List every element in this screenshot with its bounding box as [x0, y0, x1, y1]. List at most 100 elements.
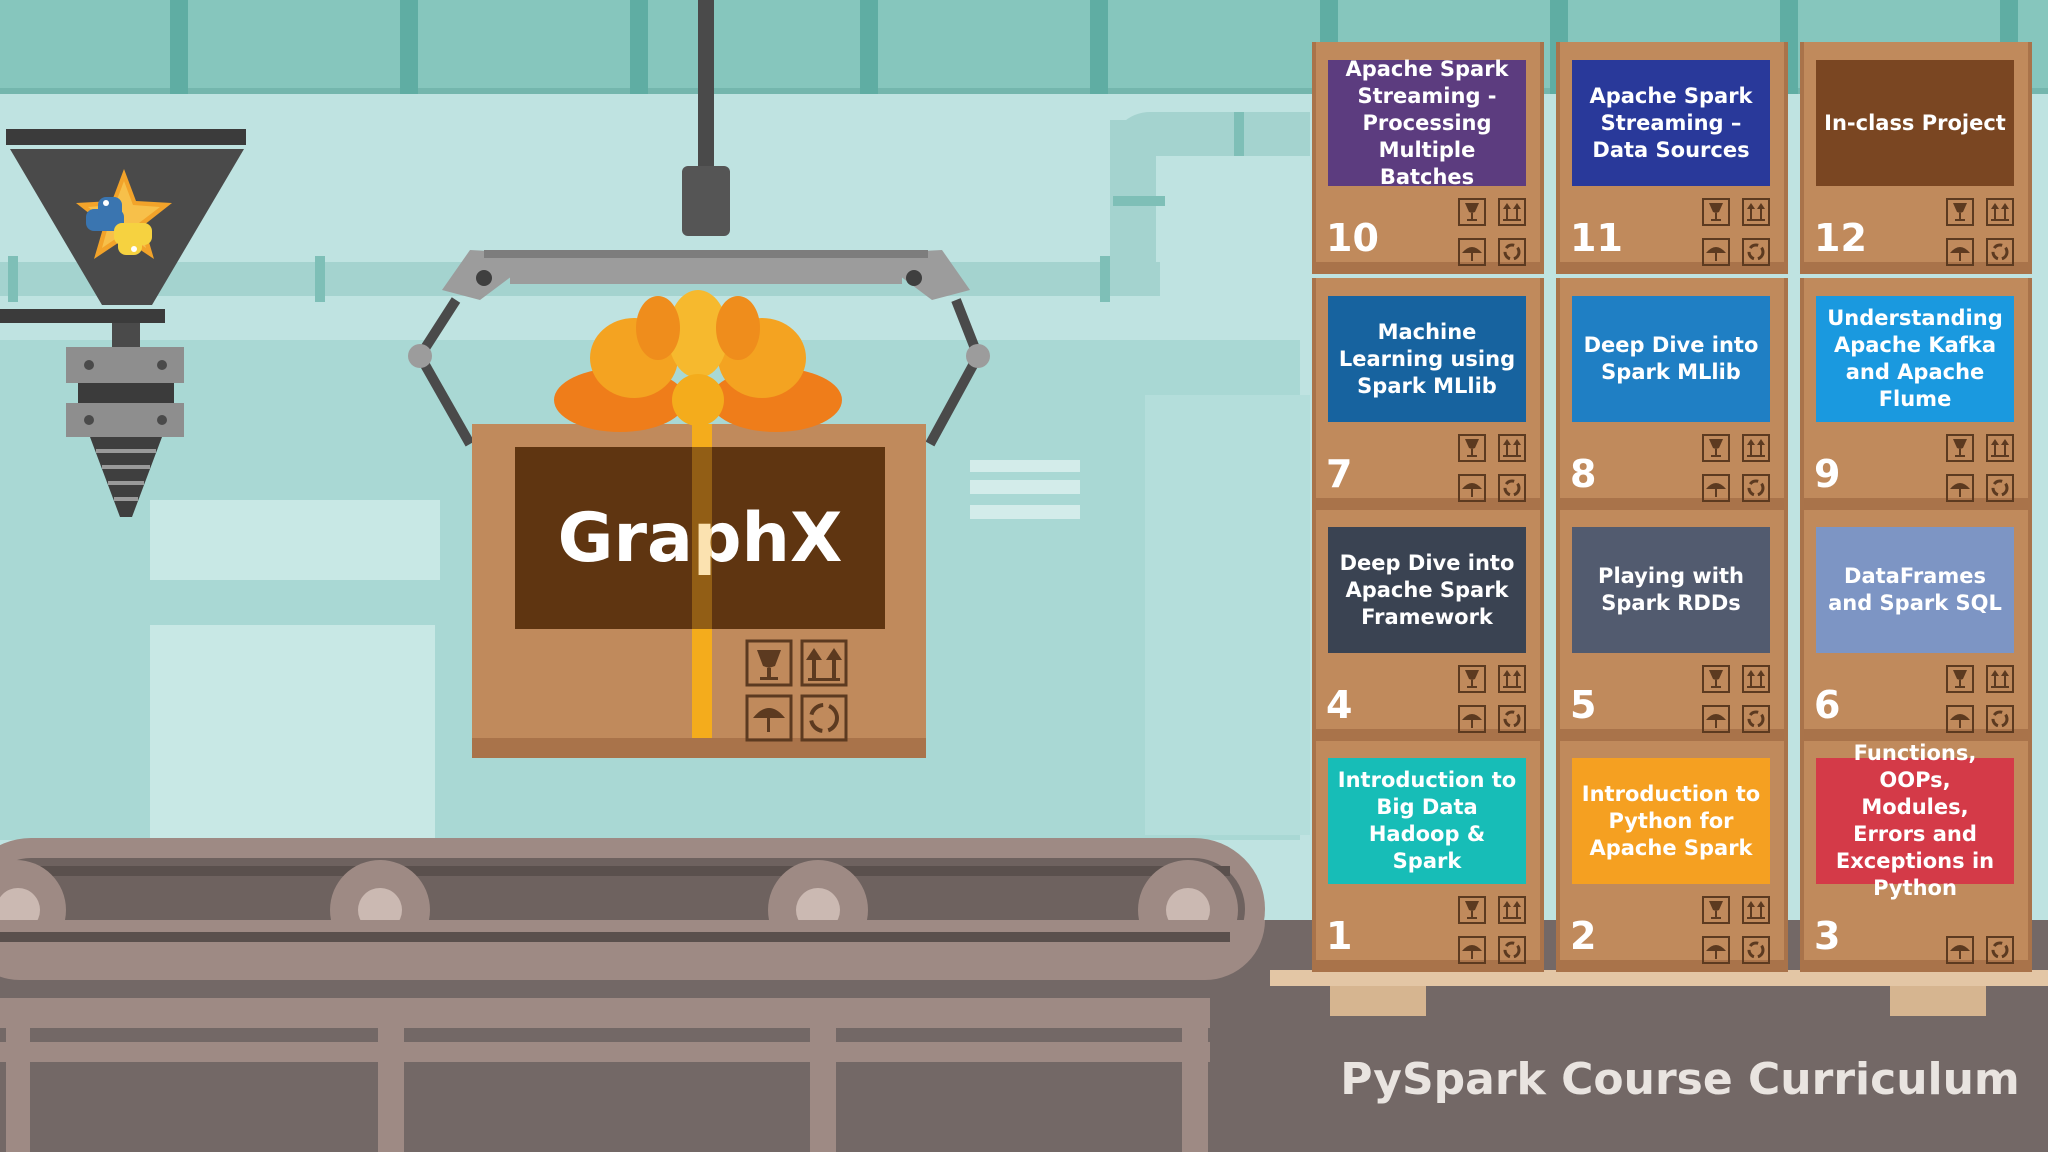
crate-divider [1556, 729, 1788, 741]
module-number: 8 [1570, 452, 1597, 496]
keep-dry-umbrella-icon [1702, 705, 1730, 733]
this-way-up-icon [1498, 896, 1526, 924]
pipe-joint [1113, 196, 1165, 206]
gift-bow-icon [554, 290, 842, 432]
background-stripe [970, 460, 1080, 472]
this-way-up-icon [1742, 896, 1770, 924]
module-number: 1 [1326, 914, 1353, 958]
pallet-top [1270, 970, 2048, 986]
keep-dry-umbrella-icon [1458, 936, 1486, 964]
fragile-glass-icon [1458, 198, 1486, 226]
fragile-glass-icon [1702, 198, 1730, 226]
keep-dry-umbrella-icon [1946, 936, 1974, 964]
module-title: Deep Dive into Apache Spark Framework [1328, 527, 1526, 653]
keep-dry-umbrella-icon [1702, 936, 1730, 964]
recycle-icon [1986, 474, 2014, 502]
background-stripe [970, 480, 1080, 494]
fragile-glass-icon [1458, 896, 1486, 924]
gift-label-panel: GraphX [515, 447, 885, 629]
fragile-glass-icon [1946, 434, 1974, 462]
this-way-up-icon [1742, 434, 1770, 462]
fragile-glass-icon [1702, 896, 1730, 924]
pillar [400, 0, 418, 94]
recycle-icon [1498, 474, 1526, 502]
background-block [150, 625, 435, 845]
recycle-icon [1498, 238, 1526, 266]
recycle-icon [1986, 936, 2014, 964]
recycle-icon [1986, 238, 2014, 266]
module-number: 11 [1570, 216, 1623, 260]
module-title: Introduction to Big Data Hadoop & Spark [1328, 758, 1526, 884]
conveyor-belt-lower [0, 920, 1265, 980]
pallet-block [1890, 986, 1986, 1016]
keep-dry-umbrella-icon [1946, 705, 1974, 733]
gift-label: GraphX [557, 498, 843, 578]
crate-divider [1556, 960, 1788, 972]
crate-divider [1800, 729, 2032, 741]
module-title: Introduction to Python for Apache Spark [1572, 758, 1770, 884]
crate-divider [1800, 262, 2032, 274]
module-title: Apache Spark Streaming - Processing Mult… [1328, 57, 1526, 189]
keep-dry-umbrella-icon [1946, 474, 1974, 502]
module-title: DataFrames and Spark SQL [1816, 527, 2014, 653]
recycle-icon [1742, 474, 1770, 502]
module-title: Apache Spark Streaming – Data Sources [1572, 60, 1770, 186]
module-number: 5 [1570, 683, 1597, 727]
frame-leg [378, 998, 404, 1152]
gift-handling-symbols [745, 639, 848, 742]
frame-leg [810, 998, 836, 1152]
fragile-glass-icon [1458, 434, 1486, 462]
module-number: 10 [1326, 216, 1379, 260]
curriculum-title: PySpark Course Curriculum [1340, 1054, 2020, 1105]
pipe-joint [315, 256, 325, 302]
module-number: 4 [1326, 683, 1353, 727]
gift-ribbon-over-panel [692, 447, 712, 629]
pipe-joint [8, 256, 18, 302]
pillar [170, 0, 188, 94]
this-way-up-icon [1986, 665, 2014, 693]
frame-rail [0, 1042, 1210, 1062]
background-block [1145, 395, 1310, 835]
keep-dry-umbrella-icon [1458, 238, 1486, 266]
background-block [150, 500, 440, 580]
crate-divider [1312, 262, 1544, 274]
this-way-up-icon [1986, 434, 2014, 462]
frame-leg [1182, 998, 1208, 1152]
this-way-up-icon [1742, 198, 1770, 226]
crate-divider [1556, 262, 1788, 274]
python-star-logo-icon [76, 169, 172, 259]
keep-dry-umbrella-icon [1458, 705, 1486, 733]
background-stripe [970, 505, 1080, 519]
pillar [860, 0, 878, 94]
module-title: Understanding Apache Kafka and Apache Fl… [1816, 296, 2014, 422]
fragile-glass-icon [1946, 665, 1974, 693]
module-number: 3 [1814, 914, 1841, 958]
conveyor-track [0, 866, 1230, 876]
keep-dry-umbrella-icon [1458, 474, 1486, 502]
frame-rail [0, 998, 1210, 1028]
conveyor-track-lower [0, 932, 1230, 942]
crate-divider [1312, 960, 1544, 972]
pallet-block [1330, 986, 1426, 1016]
pillar [1090, 0, 1108, 94]
crate-divider [1556, 498, 1788, 510]
recycle-icon [1986, 705, 2014, 733]
crate-divider [1312, 498, 1544, 510]
module-number: 7 [1326, 452, 1353, 496]
ceiling-rail [0, 88, 2048, 94]
module-number: 12 [1814, 216, 1867, 260]
pipe-joint [1234, 112, 1244, 156]
module-number: 2 [1570, 914, 1597, 958]
recycle-icon [1498, 936, 1526, 964]
module-title: Machine Learning using Spark MLlib [1328, 296, 1526, 422]
crate-divider [1312, 729, 1544, 741]
fragile-glass-icon [1702, 665, 1730, 693]
this-way-up-icon [1498, 198, 1526, 226]
frame-leg [6, 998, 30, 1152]
module-number: 9 [1814, 452, 1841, 496]
module-number: 6 [1814, 683, 1841, 727]
crane-claw [408, 0, 990, 447]
gift-box-base [472, 738, 926, 758]
recycle-icon [1742, 238, 1770, 266]
